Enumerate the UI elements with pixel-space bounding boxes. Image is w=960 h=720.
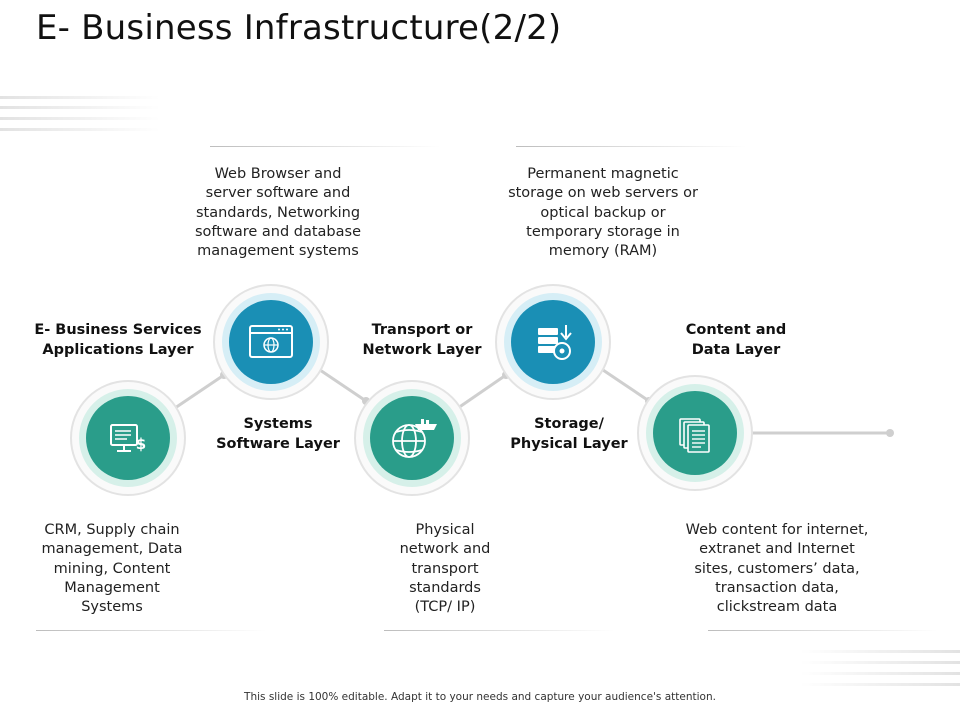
description-transport-network-layer: Physical network and transport standards…: [399, 522, 491, 616]
connector-line: [457, 373, 507, 410]
decor-line: [0, 106, 160, 109]
decor-line: [800, 661, 960, 664]
label-applications-layer: E- Business Services Applications Layer: [34, 322, 202, 358]
connector-line: [599, 366, 650, 403]
divider-bottom-content: [708, 630, 938, 631]
footer-note: This slide is 100% editable. Adapt it to…: [244, 691, 716, 703]
globe-ship-icon: [392, 419, 437, 458]
label-content-data-layer: Content and Data Layer: [685, 322, 787, 358]
decor-line: [800, 672, 960, 675]
computer-dollar-icon: $: [110, 424, 146, 453]
divider-top-systems: [210, 146, 440, 147]
node-storage-physical-layer: [495, 284, 611, 400]
connector-line: [316, 366, 367, 403]
node-content-data-layer: [637, 375, 753, 491]
connector-line: [174, 373, 225, 410]
decor-line: [0, 128, 160, 131]
node-transport-network-layer: [354, 380, 470, 496]
description-content-data-layer: Web content for internet, extranet and I…: [685, 522, 869, 616]
svg-text:$: $: [136, 435, 146, 453]
divider-top-storage: [516, 146, 746, 147]
description-storage-physical-layer: Permanent magnetic storage on web server…: [508, 166, 698, 260]
documents-icon: [679, 418, 710, 453]
label-systems-software-layer: Systems Software Layer: [216, 416, 340, 452]
connector-dot: [886, 429, 894, 437]
label-transport-network-layer: Transport or Network Layer: [362, 322, 482, 358]
node-systems-software-layer: [213, 284, 329, 400]
decor-line: [800, 683, 960, 686]
description-applications-layer: CRM, Supply chain management, Data minin…: [41, 522, 183, 616]
divider-bottom-applications: [36, 630, 266, 631]
decor-line: [0, 117, 160, 120]
storage-disk-icon: [538, 325, 572, 360]
decor-lines-top-left: [0, 96, 160, 99]
browser-globe-icon: [249, 325, 293, 358]
node-applications-layer: $: [70, 380, 186, 496]
description-systems-software-layer: Web Browser and server software and stan…: [195, 166, 361, 260]
decor-lines-bottom-right: [800, 650, 960, 653]
divider-bottom-transport: [384, 630, 614, 631]
label-storage-physical-layer: Storage/ Physical Layer: [510, 416, 628, 452]
page-title: E- Business Infrastructure(2/2): [36, 8, 562, 48]
